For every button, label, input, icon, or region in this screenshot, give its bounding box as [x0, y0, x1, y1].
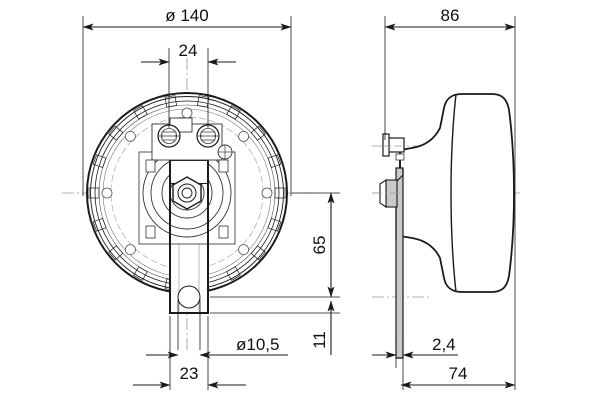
- dim-label-plate-thickness: 2,4: [432, 335, 456, 354]
- dim-label-height-65: 65: [310, 236, 329, 255]
- front-dimensions: ø 140 24 65 11 ø10,5: [82, 6, 340, 390]
- side-view: [372, 93, 520, 359]
- side-dimensions: 86 2,4 74: [372, 6, 516, 390]
- center-hex-nut: [172, 176, 202, 210]
- dim-label-terminal-spacing: 24: [179, 41, 198, 60]
- front-view: [62, 58, 320, 352]
- terminal-post-side: [382, 133, 405, 161]
- horn-body-seam: [450, 93, 457, 293]
- terminal-post-right: [196, 124, 220, 148]
- plate-corner-screws: [145, 159, 229, 239]
- bracket-bend: [395, 168, 404, 240]
- terminal-screw-small: [217, 144, 233, 160]
- dim-label-diameter: ø 140: [165, 6, 208, 25]
- dim-label-depth-86: 86: [441, 6, 460, 25]
- dim-label-bracket-width: 23: [180, 364, 199, 383]
- terminal-post-left: [157, 124, 181, 148]
- mounting-bolt-side: [372, 178, 400, 209]
- horn-body-profile: [399, 93, 515, 293]
- dim-label-mount-hole: ø10,5: [236, 335, 279, 354]
- dim-label-depth-74: 74: [449, 364, 468, 383]
- dim-label-offset-11: 11: [310, 331, 329, 349]
- bracket-mount-hole: [177, 285, 201, 309]
